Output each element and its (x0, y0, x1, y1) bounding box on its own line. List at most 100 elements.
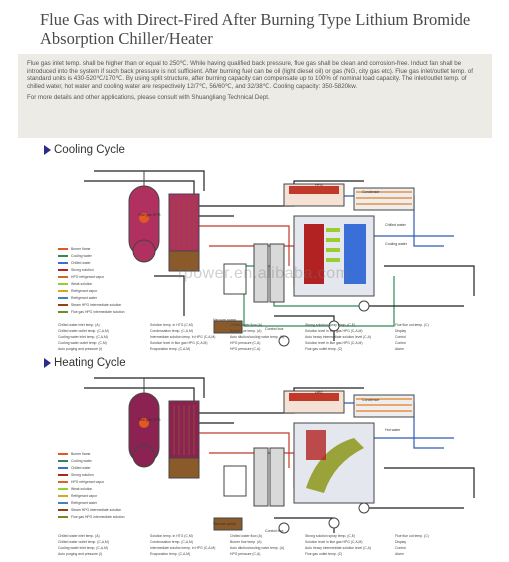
legend-item: Flue gas HPG intermediate solution (58, 310, 125, 314)
vacuum-pump-unit (213, 320, 243, 334)
footnote: Condensation temp. (C,A,M) (150, 329, 193, 333)
footnote: Chilled water flow (A) (230, 323, 263, 327)
legend-item: Refrigerant water (58, 296, 97, 300)
legend-item: Weak solution (58, 487, 92, 491)
footnote: Auto heavy intermediate solution level (… (305, 546, 371, 550)
chilled-water-label: Chilled water (385, 223, 406, 227)
legend-item: Strong solution (58, 473, 94, 477)
evaporator-absorber-unit (293, 422, 375, 504)
footnote: Auto dilution/cooling valve temp. (A) (230, 335, 285, 339)
footnote: Control (395, 546, 406, 550)
legend-item: Refrigerant vapor (58, 289, 97, 293)
burner-unit (128, 171, 160, 263)
flue-gas-hpg-label: Flue gas HPG (138, 213, 161, 217)
flue-gas-hpg-unit (168, 400, 200, 479)
condenser-label: Condenser (362, 190, 380, 194)
heat-exchanger-columns (223, 447, 285, 507)
legend-item: Cooling water (58, 459, 92, 463)
footnote: Solution level in flue gas HPG (C,A,M) (305, 540, 363, 544)
legend-item: Steam HPG intermediate solution (58, 508, 121, 512)
control-box-label: Control box (265, 529, 284, 533)
footnote: Alarm (395, 347, 404, 351)
footnote: Flue gas outlet temp. (C) (305, 347, 343, 351)
intro-paragraph: Flue gas inlet temp. shall be higher tha… (27, 60, 473, 90)
footnote: Cooling water inlet temp. (C,A,M) (58, 335, 108, 339)
hpg-condenser-unit (283, 390, 415, 418)
control-box-label: Control box (265, 327, 284, 331)
heating-cycle-heading: Heating Cycle (44, 357, 126, 369)
evaporator-absorber-unit (293, 215, 375, 297)
footnote: Chilled water flow (A) (230, 534, 263, 538)
heat-exchanger-columns (223, 243, 285, 303)
footnote: Display (395, 540, 407, 544)
pumps (278, 502, 370, 534)
hot-water-label: Hot water (385, 428, 401, 432)
legend-item: Flue gas HPG intermediate solution (58, 515, 125, 519)
heating-cycle-label: Heating Cycle (54, 357, 126, 369)
footnote: Evaporation temp. (C,A,M) (150, 552, 191, 556)
intro-panel: Flue gas inlet temp. shall be higher tha… (18, 54, 492, 138)
legend-item: HPG refrigerant vapor (58, 275, 104, 279)
intro-contact: For more details and other applications,… (27, 94, 270, 102)
footnote: Chilled water outlet temp. (C,A,M) (58, 540, 109, 544)
footnote: HPG pressure (C,A) (230, 552, 261, 556)
footnote: Chilled water inlet temp. (A) (58, 323, 100, 327)
footnote: Cooling water outlet temp. (C,M) (58, 341, 107, 345)
legend-item: Chilled water (58, 466, 91, 470)
footnote: Alarm (395, 552, 404, 556)
legend-item: HPG refrigerant vapor (58, 480, 104, 484)
footnote: Solution level in flue gas HPG (C,A,M) (305, 329, 363, 333)
footnote: Control (395, 341, 406, 345)
section-arrow-icon (44, 145, 51, 155)
footnote: HPG pressure (C,A) (230, 341, 261, 345)
footnote: Strong solution spray temp. (C,E) (305, 534, 356, 538)
legend-item: Weak solution (58, 282, 92, 286)
hpg-label: HPG (315, 391, 323, 395)
legend-item: Steam HPG intermediate solution (58, 303, 121, 307)
legend-item: Burner flame (58, 452, 90, 456)
hpg-condenser-unit (283, 183, 415, 211)
footnote: Solution temp. in HTG (C,M) (150, 534, 193, 538)
condenser-label: Condenser (362, 398, 380, 402)
flue-gas-hpg-unit (168, 193, 200, 272)
footnote: Strong solution spray temp. (C,E) (305, 323, 356, 327)
footnote: Auto heavy intermediate solution level (… (305, 335, 371, 339)
footnote: Evaporation temp. (C,A,M) (150, 347, 191, 351)
cooling-cycle-label: Cooling Cycle (54, 144, 125, 156)
footnote: Burner flue temp. (A) (230, 329, 262, 333)
footnote: Intermediate solution temp. in HPG (C,A,… (150, 335, 216, 339)
legend-item: Chilled water (58, 261, 91, 265)
vacuum-pump-unit (213, 517, 243, 531)
footnote: Flue gas outlet temp. (C) (305, 552, 343, 556)
footnote: Solution level in flue gas HPG (C,A,M) (150, 341, 208, 345)
page-title: Flue Gas with Direct-Fired After Burning… (40, 10, 471, 48)
footnote: Chilled water outlet temp. (C,A,M) (58, 329, 109, 333)
cooling-cycle-heading: Cooling Cycle (44, 144, 125, 156)
pumps (278, 300, 370, 347)
legend-item: Burner flame (58, 247, 90, 251)
footnote: Solution temp. in HTG (C,M) (150, 323, 193, 327)
footnote: Cooling water inlet temp. (C,A,M) (58, 546, 108, 550)
footnote: Condensation temp. (C,A,M) (150, 540, 193, 544)
footnote: Intermediate solution temp. in HPG (C,A,… (150, 546, 216, 550)
legend-item: Refrigerant vapor (58, 494, 97, 498)
footnote: HPG pressure (C,A) (230, 347, 261, 351)
cooling-water-label: Cooling water (385, 242, 407, 246)
heating-cycle-diagram (84, 377, 475, 534)
legend-item: Strong solution (58, 268, 94, 272)
footnote: Solution level in flue gas HPG (C,A,M) (305, 341, 363, 345)
cooling-cycle-diagram (84, 170, 475, 347)
flue-gas-hpg-label: Flue gas HPG (138, 418, 161, 422)
footnote: Auto purging and pressure (I) (58, 552, 103, 556)
hpg-label: HPG (315, 183, 323, 187)
footnote: Chilled water inlet temp. (A) (58, 534, 100, 538)
footnote: Control (395, 335, 406, 339)
footnote: Flue flue out temp. (C) (395, 323, 429, 327)
burner-unit (128, 378, 160, 468)
section-arrow-icon (44, 358, 51, 368)
footnote: Auto dilution/cooling valve temp. (A) (230, 546, 285, 550)
legend-item: Refrigerant water (58, 501, 97, 505)
vacuum-pump-label: Vacuum pump (213, 318, 236, 322)
footnote: Display (395, 329, 407, 333)
vacuum-pump-label: Vacuum pump (213, 522, 236, 526)
